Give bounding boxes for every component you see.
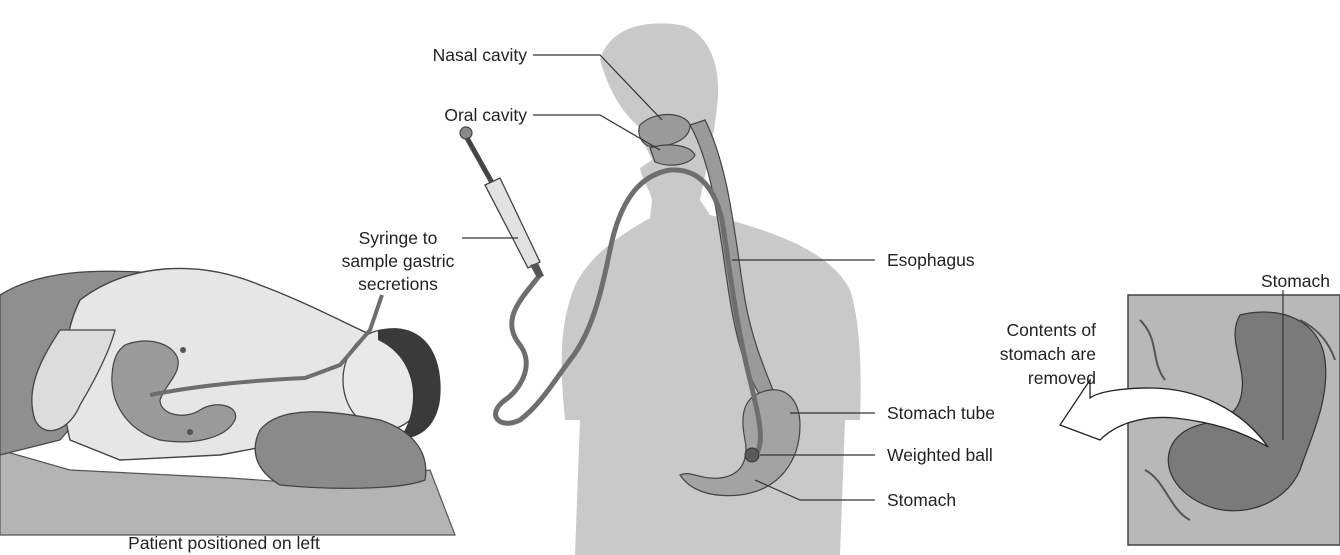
- label-nasal-cavity: Nasal cavity: [433, 45, 528, 65]
- syringe-plunger: [467, 138, 495, 188]
- label-contents-line1: Contents of: [1007, 320, 1097, 340]
- syringe-plunger-tip: [460, 127, 472, 139]
- label-stomach-tube: Stomach tube: [887, 403, 995, 423]
- label-contents-line2: stomach are: [1000, 344, 1096, 364]
- label-stomach-inset: Stomach: [1261, 271, 1330, 291]
- label-patient-caption: Patient positioned on left: [128, 533, 320, 553]
- weighted-ball-shape: [745, 448, 759, 462]
- nipple-mark: [180, 347, 186, 353]
- label-syringe-line2: sample gastric: [342, 251, 455, 271]
- label-syringe-line3: secretions: [358, 274, 438, 294]
- label-weighted-ball: Weighted ball: [887, 445, 993, 465]
- label-contents-line3: removed: [1028, 368, 1096, 388]
- label-stomach: Stomach: [887, 490, 956, 510]
- patient-illustration: [0, 268, 455, 535]
- body-silhouette: [562, 23, 861, 555]
- label-oral-cavity: Oral cavity: [444, 105, 527, 125]
- syringe-barrel: [485, 178, 540, 268]
- label-esophagus: Esophagus: [887, 250, 975, 270]
- nipple-mark: [187, 429, 193, 435]
- label-syringe-line1: Syringe to: [359, 228, 438, 248]
- syringe: [460, 127, 544, 278]
- syringe-tip: [530, 263, 544, 278]
